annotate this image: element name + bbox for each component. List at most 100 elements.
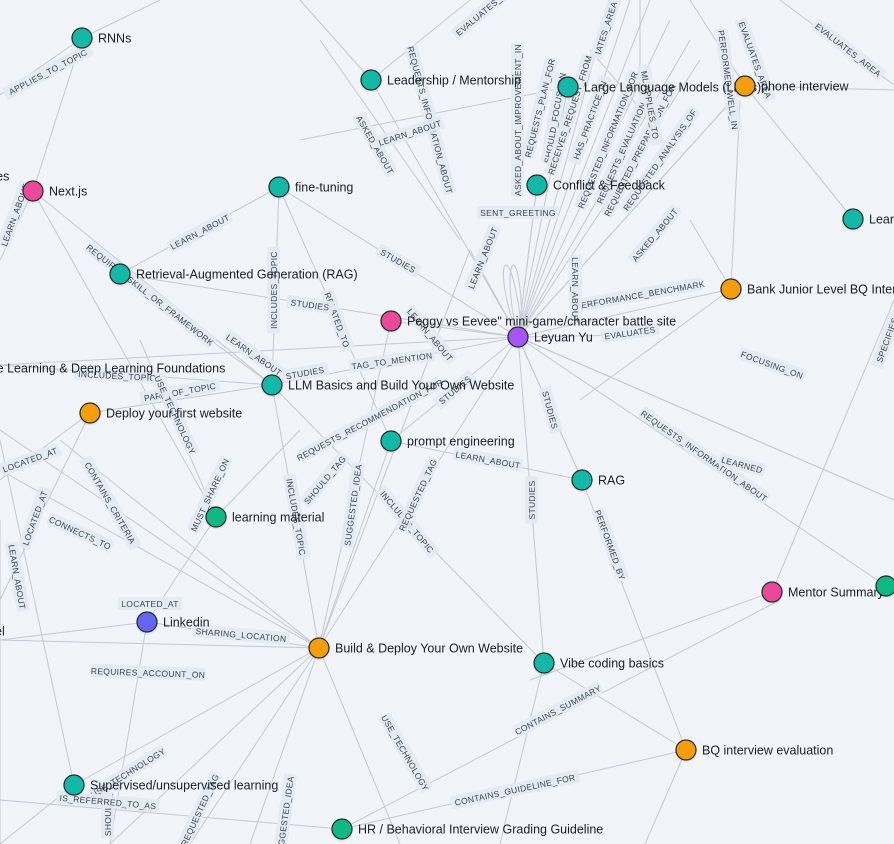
- node-circle[interactable]: [63, 774, 85, 796]
- edge-label-background: [521, 56, 558, 160]
- graph-node-rnns[interactable]: RNNs: [71, 27, 131, 51]
- edge-label-background: [525, 476, 538, 524]
- graph-edge[interactable]: [32, 190, 217, 518]
- node-circle[interactable]: [79, 402, 101, 424]
- node-circle[interactable]: [380, 310, 402, 332]
- node-circle[interactable]: [526, 174, 548, 196]
- edge-label-background: [592, 82, 657, 207]
- graph-edge[interactable]: [579, 288, 732, 401]
- graph-edge[interactable]: [644, 749, 687, 844]
- graph-edge[interactable]: [0, 621, 148, 641]
- graph-node-rag[interactable]: RAG: [571, 469, 625, 493]
- graph-node-learn[interactable]: Lear: [842, 208, 894, 232]
- graph-node-bq_eval[interactable]: BQ interview evaluation: [675, 739, 833, 763]
- graph-node-leadership[interactable]: Leadership / Mentorship: [360, 69, 521, 93]
- graph-edge[interactable]: [0, 469, 320, 649]
- graph-edge[interactable]: [73, 647, 320, 786]
- graph-edge[interactable]: [189, 647, 320, 844]
- node-circle[interactable]: [533, 652, 555, 674]
- graph-node-bank[interactable]: Bank Junior Level BQ Interview: [720, 278, 894, 302]
- graph-edge[interactable]: [59, 439, 320, 649]
- node-circle[interactable]: [875, 575, 894, 597]
- node-circle[interactable]: [205, 506, 227, 528]
- graph-node-conflict[interactable]: Conflict & Feedback: [526, 174, 666, 198]
- graph-node-rag_full[interactable]: Retrieval-Augmented Generation (RAG): [109, 263, 358, 287]
- graph-edge[interactable]: [0, 429, 320, 649]
- edge-label-background: [46, 512, 114, 553]
- graph-edge[interactable]: [517, 0, 631, 338]
- graph-node-guidelines[interactable]: uidelines: [0, 170, 9, 184]
- node-circle[interactable]: [571, 469, 593, 491]
- graph-node-right_green[interactable]: [875, 575, 894, 599]
- graph-node-phone[interactable]: phone interview: [734, 75, 850, 99]
- graph-node-vibe[interactable]: Vibe coding basics: [533, 652, 664, 676]
- graph-edge[interactable]: [771, 299, 894, 593]
- node-circle[interactable]: [761, 581, 783, 603]
- node-circle[interactable]: [507, 326, 529, 348]
- graph-edge[interactable]: [215, 429, 301, 518]
- graph-edge[interactable]: [318, 647, 401, 844]
- node-circle[interactable]: [136, 611, 158, 633]
- graph-edge[interactable]: [689, 219, 732, 290]
- graph-node-finetuning[interactable]: fine-tuning: [268, 176, 353, 200]
- graph-edge[interactable]: [517, 336, 894, 501]
- graph-node-nextjs[interactable]: Next.js: [22, 180, 87, 204]
- node-label: phone interview: [761, 80, 850, 94]
- graph-node-supervised[interactable]: Supervised/unsupervised learning: [63, 774, 278, 798]
- node-circle[interactable]: [331, 818, 353, 840]
- node-circle[interactable]: [734, 75, 756, 97]
- edge-label-background: [151, 373, 199, 457]
- node-label: Leadership / Mentorship: [387, 74, 521, 88]
- graph-node-leyuan[interactable]: Leyuan Yu: [507, 326, 593, 350]
- graph-node-peggy[interactable]: Peggy vs Eevee" mini-game/character batt…: [380, 310, 676, 334]
- graph-edge[interactable]: [0, 639, 320, 649]
- self-loop-edge: [509, 264, 523, 338]
- node-circle[interactable]: [842, 208, 864, 230]
- graph-node-build_deploy[interactable]: Build & Deploy Your Own Website: [308, 637, 523, 661]
- graph-edge[interactable]: [390, 320, 519, 338]
- graph-node-llmbasics[interactable]: LLM Basics and Build Your Own Website: [261, 374, 514, 398]
- graph-node-llm[interactable]: Large Language Models (LLMs): [557, 76, 761, 100]
- node-circle[interactable]: [720, 278, 742, 300]
- node-circle[interactable]: [557, 76, 579, 98]
- node-circle[interactable]: [675, 739, 697, 761]
- graph-node-linkedin[interactable]: Linkedin: [136, 611, 210, 635]
- node-circle[interactable]: [71, 27, 93, 49]
- node-circle[interactable]: [380, 430, 402, 452]
- graph-edge[interactable]: [370, 0, 471, 81]
- graph-edge[interactable]: [89, 384, 273, 414]
- graph-node-vercel[interactable]: Vercel: [0, 625, 5, 639]
- graph-edge[interactable]: [499, 662, 545, 844]
- node-circle[interactable]: [308, 637, 330, 659]
- graph-edge[interactable]: [517, 0, 651, 338]
- graph-edge[interactable]: [517, 85, 746, 338]
- graph-edge[interactable]: [249, 647, 320, 844]
- node-circle[interactable]: [109, 263, 131, 285]
- graph-node-mentor_summary[interactable]: Mentor Summary: [761, 581, 885, 605]
- edge-label-background: [348, 348, 436, 373]
- graph-edge[interactable]: [529, 591, 773, 681]
- graph-edge[interactable]: [109, 647, 320, 844]
- graph-node-learning_material[interactable]: learning material: [205, 506, 324, 530]
- edge-label: SENT_GREETING: [477, 206, 559, 219]
- node-circle[interactable]: [22, 180, 44, 202]
- graph-edge[interactable]: [370, 79, 519, 338]
- graph-edge[interactable]: [0, 439, 75, 786]
- graph-edge[interactable]: [81, 0, 161, 39]
- graph-edge[interactable]: [730, 99, 741, 290]
- graph-node-deploy_first[interactable]: Deploy your first website: [79, 402, 242, 426]
- graph-node-prompt[interactable]: prompt engineering: [380, 430, 515, 454]
- node-circle[interactable]: [261, 374, 283, 396]
- graph-edge[interactable]: [517, 288, 732, 338]
- edge-label-background: [464, 223, 501, 292]
- node-circle[interactable]: [360, 69, 382, 91]
- node-circle[interactable]: [268, 176, 290, 198]
- graph-node-hr[interactable]: HR / Behavioral Interview Grading Guidel…: [331, 818, 603, 842]
- edge-label-background: [187, 456, 232, 534]
- graph-node-mldl[interactable]: hine Learning & Deep Learning Foundation…: [0, 362, 225, 376]
- graph-edge[interactable]: [299, 0, 372, 81]
- graph-edge[interactable]: [744, 85, 854, 220]
- graph-edge[interactable]: [318, 440, 392, 649]
- graph-edge[interactable]: [543, 662, 687, 751]
